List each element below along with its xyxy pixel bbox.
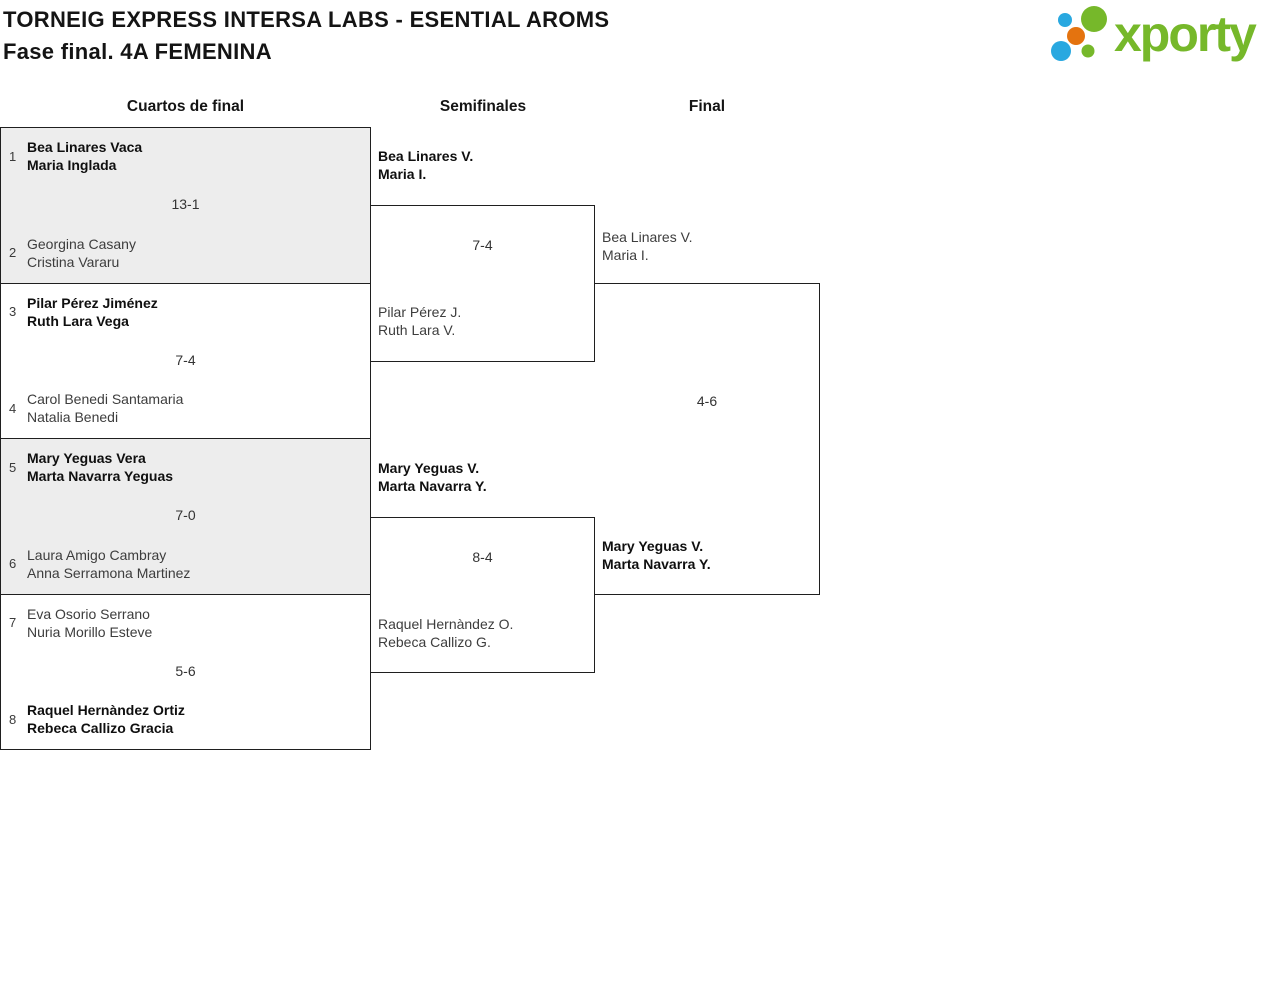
player-name: Bea Linares Vaca [27,139,143,155]
player-name: Maria I. [602,247,649,263]
team-names: Raquel Hernàndez Ortiz Rebeca Callizo Gr… [27,701,185,737]
player-name: Eva Osorio Serrano [27,605,150,622]
player-name: Mary Yeguas Vera [27,450,146,466]
seed-number: 3 [9,304,17,319]
quarterfinals-column: 1 Bea Linares Vaca Maria Inglada 13-1 2 … [0,127,371,750]
team-names: Laura Amigo Cambray Anna Serramona Marti… [27,546,190,582]
player-name: Ruth Lara Vega [27,312,129,329]
player-name: Bea Linares V. [602,229,693,245]
player-name: Pilar Pérez Jiménez [27,294,158,311]
seed-number: 7 [9,615,17,630]
phase-subtitle: Fase final. 4A FEMENINA [3,39,272,64]
player-name: Marta Navarra Y. [602,556,711,572]
sf1-team-bottom: Pilar Pérez J. Ruth Lara V. [378,303,461,339]
final-team-top: Bea Linares V. Maria I. [602,228,693,264]
seed-number: 5 [9,459,17,475]
player-name: Rebeca Callizo G. [378,634,491,650]
tournament-title: TORNEIG EXPRESS INTERSA LABS - ESENTIAL … [3,7,610,32]
qf-match-3: 5 Mary Yeguas Vera Marta Navarra Yeguas … [1,438,370,594]
team-row: 5 Mary Yeguas Vera Marta Navarra Yeguas [9,449,362,485]
sf2-score: 8-4 [472,549,493,565]
seed-number: 6 [9,556,17,571]
team-row: 7 Eva Osorio Serrano Nuria Morillo Estev… [9,605,362,641]
player-name: Raquel Hernàndez Ortiz [27,702,185,718]
player-name: Laura Amigo Cambray [27,546,167,563]
match-score: 7-4 [175,351,196,368]
round-header-cuartos: Cuartos de final [126,98,245,115]
seed-number: 2 [9,245,17,260]
player-name: Bea Linares V. [378,148,474,164]
sf-match-2-box [370,517,595,673]
final-team-bottom: Mary Yeguas V. Marta Navarra Y. [602,537,711,573]
team-row: 3 Pilar Pérez Jiménez Ruth Lara Vega [9,294,362,330]
player-name: Maria I. [378,166,427,182]
player-name: Maria Inglada [27,157,117,173]
team-names: Mary Yeguas Vera Marta Navarra Yeguas [27,449,173,485]
qf-match-2: 3 Pilar Pérez Jiménez Ruth Lara Vega 7-4… [1,282,370,439]
seed-number: 1 [9,148,17,164]
player-name: Pilar Pérez J. [378,304,462,320]
logo-dots-icon [1048,1,1110,74]
team-row: 4 Carol Benedi Santamaria Natalia Benedi [9,390,362,426]
match-score: 7-0 [175,507,196,524]
player-name: Georgina Casany [27,235,136,252]
player-name: Anna Serramona Martinez [27,564,191,581]
player-name: Raquel Hernàndez O. [378,616,514,632]
sf1-score: 7-4 [472,237,493,253]
seed-number: 4 [9,400,17,416]
team-names: Eva Osorio Serrano Nuria Morillo Esteve [27,605,152,641]
final-score: 4-6 [696,393,718,409]
team-row: 2 Georgina Casany Cristina Vararu [9,235,362,271]
player-name: Cristina Vararu [27,253,120,270]
player-name: Mary Yeguas V. [602,538,704,554]
sf1-team-top: Bea Linares V. Maria I. [378,147,473,183]
player-name: Mary Yeguas V. [378,460,480,476]
team-names: Georgina Casany Cristina Vararu [27,235,136,271]
qf-match-1: 1 Bea Linares Vaca Maria Inglada 13-1 2 … [1,128,370,283]
sf2-team-bottom: Raquel Hernàndez O. Rebeca Callizo G. [378,615,513,651]
round-header-final: Final [688,98,726,115]
team-row: 6 Laura Amigo Cambray Anna Serramona Mar… [9,546,362,582]
player-name: Ruth Lara V. [378,322,456,338]
player-name: Rebeca Callizo Gracia [27,720,174,736]
xporty-logo: xporty [1048,0,1257,74]
match-score: 13-1 [171,196,200,213]
team-row: 8 Raquel Hernàndez Ortiz Rebeca Callizo … [9,701,362,737]
team-row: 1 Bea Linares Vaca Maria Inglada [9,138,362,174]
player-name: Marta Navarra Yeguas [27,468,174,484]
player-name: Marta Navarra Y. [378,478,487,494]
logo-wordmark: xporty [1114,6,1257,62]
final-match-box [594,283,820,595]
team-names: Carol Benedi Santamaria Natalia Benedi [27,390,183,426]
seed-number: 8 [9,711,17,727]
player-name: Natalia Benedi [27,409,119,425]
player-name: Nuria Morillo Esteve [27,623,153,640]
team-names: Bea Linares Vaca Maria Inglada [27,138,142,174]
match-score: 5-6 [175,662,196,679]
round-header-semifinales: Semifinales [439,98,527,115]
page-title: TORNEIG EXPRESS INTERSA LABS - ESENTIAL … [3,4,609,68]
sf2-team-top: Mary Yeguas V. Marta Navarra Y. [378,459,487,495]
team-names: Pilar Pérez Jiménez Ruth Lara Vega [27,294,158,330]
player-name: Carol Benedi Santamaria [27,391,184,407]
qf-match-4: 7 Eva Osorio Serrano Nuria Morillo Estev… [1,593,370,750]
